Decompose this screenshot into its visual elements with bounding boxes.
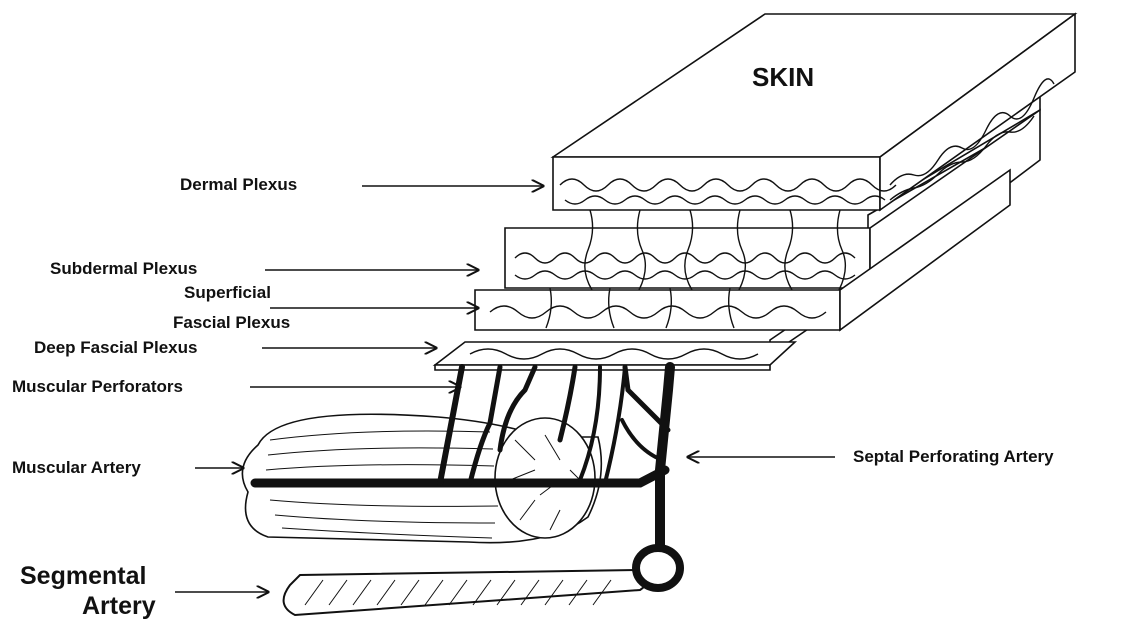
label-deep-fascial-plexus: Deep Fascial Plexus [34, 338, 197, 358]
superficial-fascia-slab [475, 290, 840, 330]
label-muscular-artery: Muscular Artery [12, 458, 141, 478]
skin-front-face [553, 157, 880, 210]
septal-branch [625, 367, 668, 430]
label-dermal-plexus: Dermal Plexus [180, 175, 297, 195]
muscular-perforator [605, 367, 625, 483]
label-segmental-line2: Artery [82, 592, 156, 621]
segmental-artery-opening [636, 548, 680, 588]
label-subdermal-plexus: Subdermal Plexus [50, 259, 197, 279]
septal-branch [622, 420, 662, 460]
label-septal-perforating-artery: Septal Perforating Artery [853, 447, 1054, 467]
label-muscular-perforators: Muscular Perforators [12, 377, 183, 397]
deep-fascia-bottom [435, 365, 770, 370]
label-superficial-line1: Superficial [184, 283, 271, 303]
label-segmental-line1: Segmental [20, 562, 146, 591]
segmental-artery [284, 548, 680, 615]
label-superficial-line2: Fascial Plexus [173, 313, 290, 333]
label-skin: SKIN [752, 62, 814, 93]
muscle [242, 414, 601, 542]
